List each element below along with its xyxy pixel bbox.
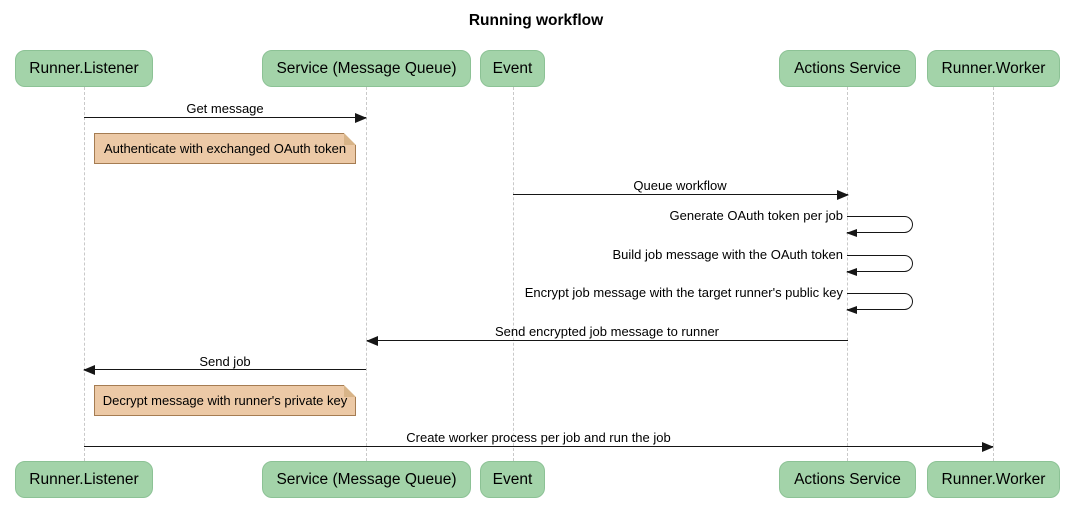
note-decrypt-message: Decrypt message with runner's private ke… <box>94 385 356 416</box>
message-label-send-encrypted-job: Send encrypted job message to runner <box>494 324 720 339</box>
message-arrow-get-message <box>84 113 367 124</box>
self-message-arrow-generate-oauth-token <box>846 216 913 237</box>
participant-top-runner-worker: Runner.Worker <box>927 50 1060 87</box>
participant-bottom-actions-service: Actions Service <box>779 461 916 498</box>
message-arrow-send-encrypted-job <box>365 336 848 347</box>
message-arrow-create-worker-process <box>84 442 994 453</box>
self-message-arrow-encrypt-job-message <box>846 293 913 314</box>
message-label-queue-workflow: Queue workflow <box>633 178 727 193</box>
message-label-generate-oauth-token: Generate OAuth token per job <box>669 208 843 223</box>
diagram-title: Running workflow <box>468 12 604 29</box>
message-label-encrypt-job-message: Encrypt job message with the target runn… <box>524 285 843 300</box>
participant-bottom-event: Event <box>480 461 545 498</box>
message-label-create-worker-process: Create worker process per job and run th… <box>406 430 671 445</box>
message-label-build-job-message: Build job message with the OAuth token <box>612 247 843 262</box>
participant-top-service-message-queue: Service (Message Queue) <box>262 50 471 87</box>
participant-top-actions-service: Actions Service <box>779 50 916 87</box>
participant-bottom-runner-listener: Runner.Listener <box>15 461 153 498</box>
note-authenticate-oauth: Authenticate with exchanged OAuth token <box>94 133 356 164</box>
participant-top-event: Event <box>480 50 545 87</box>
message-arrow-queue-workflow <box>512 190 849 201</box>
message-label-get-message: Get message <box>186 101 264 116</box>
self-message-arrow-build-job-message <box>846 255 913 276</box>
participant-bottom-service-message-queue: Service (Message Queue) <box>262 461 471 498</box>
lifeline-runner-worker <box>992 87 994 461</box>
lifeline-runner-listener <box>83 87 85 461</box>
lifeline-service-message-queue <box>365 87 367 461</box>
participant-top-runner-listener: Runner.Listener <box>15 50 153 87</box>
message-arrow-send-job <box>83 365 366 376</box>
lifeline-event <box>512 87 514 461</box>
participant-bottom-runner-worker: Runner.Worker <box>927 461 1060 498</box>
message-label-send-job: Send job <box>199 354 251 369</box>
